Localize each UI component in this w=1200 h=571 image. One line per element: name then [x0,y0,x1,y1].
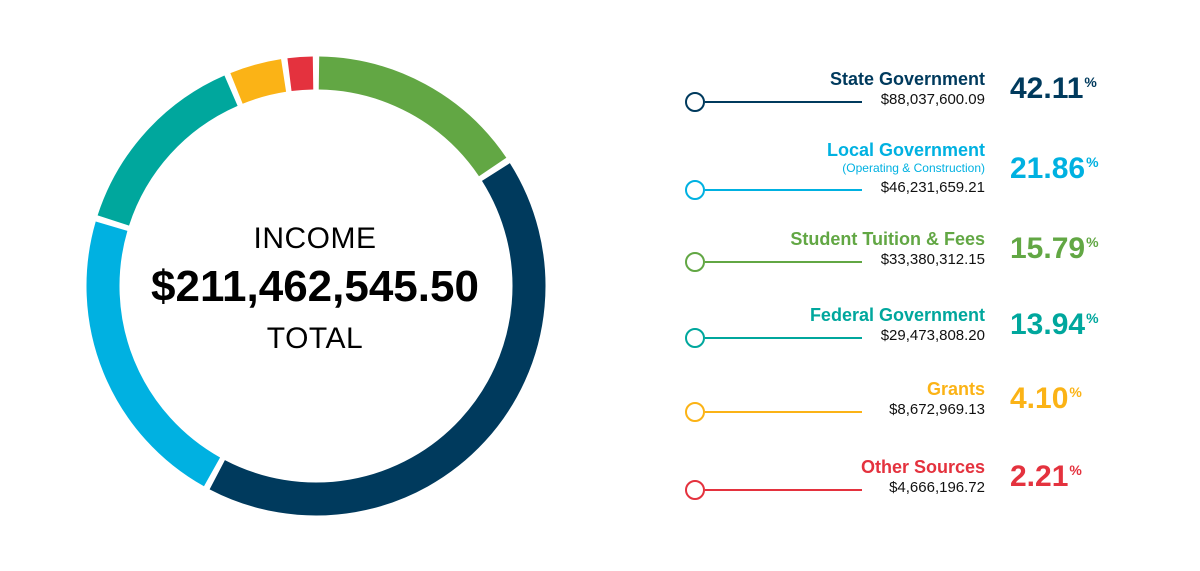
legend-marker-icon [685,480,705,500]
legend-connector-line [705,189,862,191]
legend-percent-sign: % [1069,384,1082,400]
legend-percent: 13.94% [1010,308,1099,342]
legend-label: State Government [829,69,985,89]
legend-percent-sign: % [1086,310,1099,326]
donut-slice-federal-government [97,75,238,226]
income-label: INCOME [253,222,377,255]
legend-marker-icon [685,402,705,422]
donut-slice-state-government [209,163,546,516]
legend-percent-sign: % [1084,74,1097,90]
legend-amount: $33,380,312.15 [880,251,985,268]
donut-slice-student-tuition-fees [318,56,507,177]
legend-percent: 15.79% [1010,232,1099,266]
legend-percent: 2.21% [1010,460,1082,494]
legend-percent: 4.10% [1010,382,1082,416]
legend-percent-value: 2.21 [1010,460,1069,493]
legend-label: Local Government [826,140,985,160]
legend-amount: $88,037,600.09 [880,91,985,108]
legend-percent-value: 21.86 [1010,152,1086,185]
donut-slice-other-sources [287,56,314,92]
legend-amount: $4,666,196.72 [889,479,985,496]
legend-label: Other Sources [860,457,985,477]
legend-connector-line [705,261,862,263]
legend-label: Grants [926,379,985,399]
legend-amount: $8,672,969.13 [889,401,985,418]
legend-marker-icon [685,252,705,272]
legend-note: (Operating & Construction) [842,161,985,175]
legend-percent-value: 15.79 [1010,232,1086,265]
income-total-value: $211,462,545.50 [151,262,479,311]
legend-percent-sign: % [1086,154,1099,170]
legend-amount: $29,473,808.20 [880,327,985,344]
legend-connector-line [705,411,862,413]
total-label: TOTAL [266,322,364,355]
legend-marker-icon [685,92,705,112]
legend-connector-line [705,337,862,339]
legend-percent-sign: % [1086,234,1099,250]
legend-amount: $46,231,659.21 [880,179,985,196]
legend-percent-value: 4.10 [1010,382,1069,415]
legend-percent-sign: % [1069,462,1082,478]
legend-percent-value: 42.11 [1010,72,1084,105]
legend-connector-line [705,489,862,491]
income-donut-chart [86,56,546,516]
legend-percent: 21.86% [1010,152,1099,186]
legend-label: Student Tuition & Fees [790,229,985,249]
legend-marker-icon [685,180,705,200]
legend-percent-value: 13.94 [1010,308,1086,341]
legend-connector-line [705,101,862,103]
legend-label: Federal Government [809,305,985,325]
donut-slice-grants [230,59,287,104]
legend-percent: 42.11% [1010,72,1097,106]
legend-marker-icon [685,328,705,348]
donut-slice-local-government [86,221,221,487]
